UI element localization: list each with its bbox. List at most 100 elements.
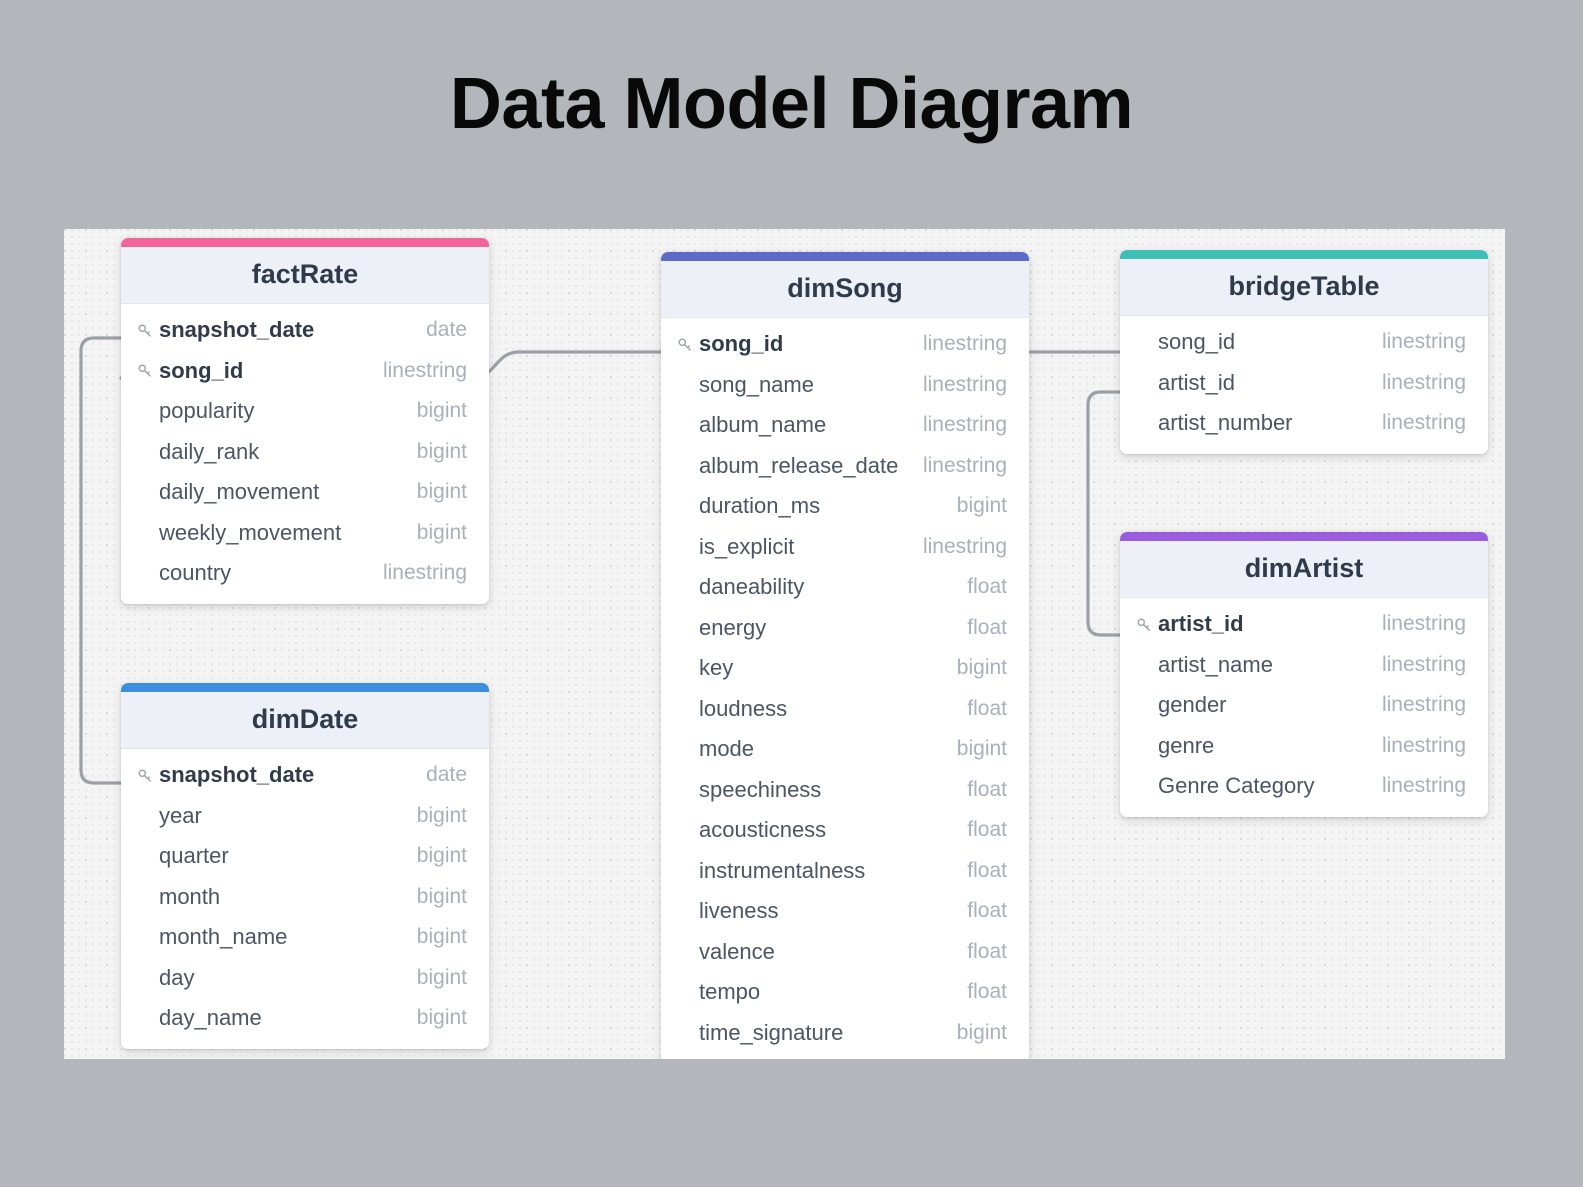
field-name: duration_ms xyxy=(699,493,821,519)
field-type: date xyxy=(426,763,467,787)
field-name: quarter xyxy=(159,843,229,869)
field-name: album_release_date xyxy=(699,452,899,478)
table-accent-bar xyxy=(121,683,489,692)
field-name: gender xyxy=(1158,692,1227,718)
field-type: bigint xyxy=(956,1020,1007,1044)
table-row[interactable]: energy float xyxy=(661,608,1029,649)
field-type: bigint xyxy=(416,1006,467,1030)
field-type: float xyxy=(967,615,1007,639)
table-accent-bar xyxy=(661,252,1029,261)
field-name: daily_movement xyxy=(159,479,320,505)
connector-bridgetable-dimartist xyxy=(1086,390,1122,637)
field-type: linestring xyxy=(1381,774,1466,798)
table-row[interactable]: speechiness float xyxy=(661,770,1029,811)
table-title: dimSong xyxy=(661,261,1029,318)
field-name: daily_rank xyxy=(159,438,260,464)
field-type: linestring xyxy=(1381,330,1466,354)
field-name: snapshot_date xyxy=(159,317,315,343)
table-accent-bar xyxy=(121,238,489,247)
field-name: month_name xyxy=(159,924,288,950)
field-name: is_explicit xyxy=(699,533,795,559)
field-name: country xyxy=(159,560,232,586)
field-type: float xyxy=(967,777,1007,801)
field-type: bigint xyxy=(956,737,1007,761)
key-icon xyxy=(677,336,699,353)
field-type: bigint xyxy=(416,965,467,989)
field-type: date xyxy=(426,318,467,342)
field-type: bigint xyxy=(416,844,467,868)
field-name: liveness xyxy=(699,898,779,924)
field-name: energy xyxy=(699,614,767,640)
table-row[interactable]: month_name bigint xyxy=(121,917,489,958)
field-name: instrumentalness xyxy=(699,857,866,883)
field-type: bigint xyxy=(956,494,1007,518)
table-row[interactable]: snapshot_date date xyxy=(121,310,489,351)
field-name: popularity xyxy=(159,398,255,424)
field-type: bigint xyxy=(416,399,467,423)
field-name: genre xyxy=(1158,732,1215,758)
field-name: day xyxy=(159,964,195,990)
field-name: speechiness xyxy=(699,776,822,802)
field-type: bigint xyxy=(416,520,467,544)
table-row[interactable]: quarter bigint xyxy=(121,836,489,877)
table-row[interactable]: mode bigint xyxy=(661,729,1029,770)
table-row[interactable]: weekly_movement bigint xyxy=(121,513,489,554)
field-type: bigint xyxy=(416,803,467,827)
field-type: linestring xyxy=(1381,411,1466,435)
field-type: float xyxy=(967,899,1007,923)
field-name: weekly_movement xyxy=(159,519,342,545)
field-name: song_id xyxy=(159,357,244,383)
table-row[interactable]: day bigint xyxy=(121,958,489,999)
field-type: linestring xyxy=(1381,370,1466,394)
field-name: mode xyxy=(699,736,755,762)
field-type: bigint xyxy=(416,925,467,949)
field-name: valence xyxy=(699,938,775,964)
field-name: tempo xyxy=(699,979,761,1005)
field-name: artist_id xyxy=(1158,611,1244,637)
table-row[interactable]: duration_ms bigint xyxy=(661,486,1029,527)
table-row[interactable]: popularity bigint xyxy=(121,391,489,432)
key-icon xyxy=(137,767,159,784)
table-row[interactable]: liveness float xyxy=(661,891,1029,932)
table-title: dimArtist xyxy=(1120,541,1488,598)
table-title: bridgeTable xyxy=(1120,259,1488,316)
